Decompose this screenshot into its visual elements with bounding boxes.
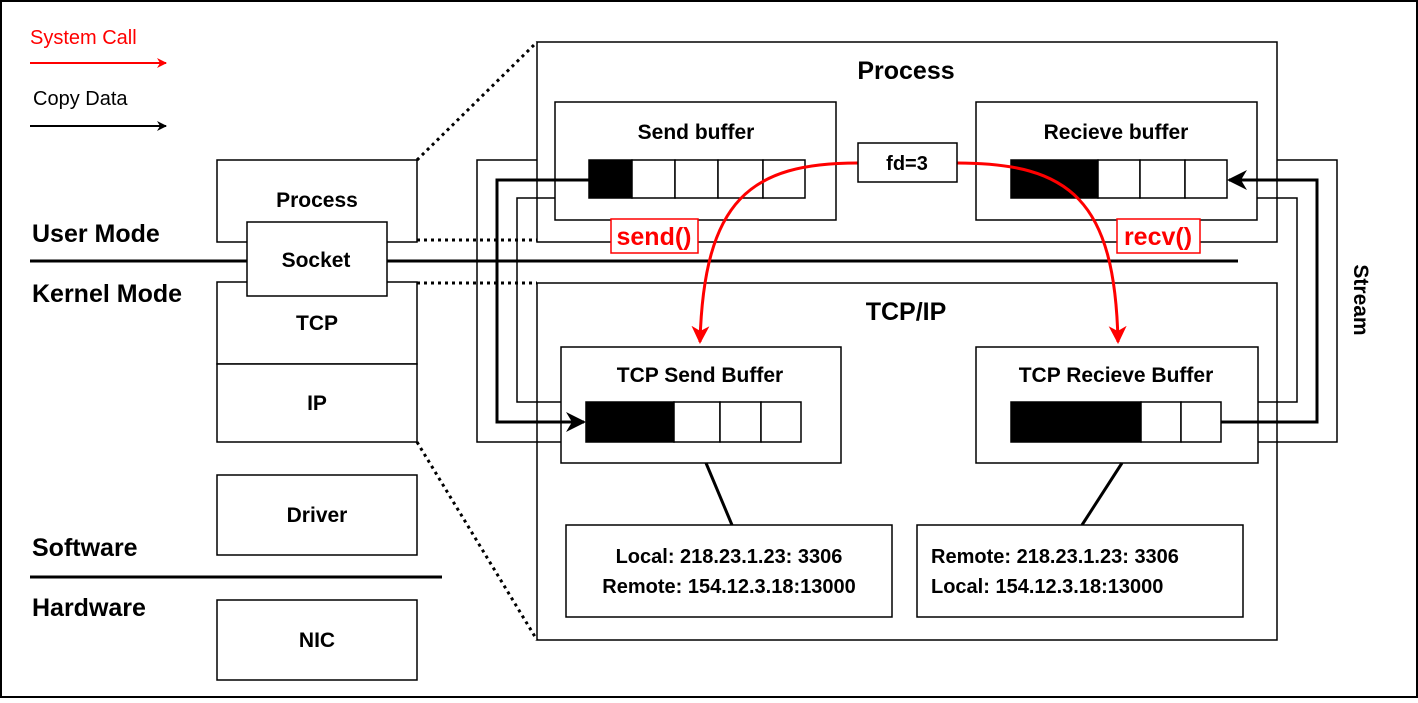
stack-ip-label: IP bbox=[307, 392, 327, 415]
tcp-recieve-buffer-label: TCP Recieve Buffer bbox=[1019, 364, 1214, 387]
recv-address-line1: Remote: 218.23.1.23: 3306 bbox=[931, 546, 1179, 568]
fd-box bbox=[857, 142, 958, 183]
recv-call-box bbox=[1116, 218, 1201, 254]
stack-ip-box bbox=[216, 363, 418, 443]
stream-loop bbox=[476, 159, 1338, 443]
stack-driver-box bbox=[216, 474, 418, 556]
legend: System Call Copy Data bbox=[30, 27, 167, 131]
stack-socket-label: Socket bbox=[282, 249, 351, 272]
recv-address-box bbox=[916, 524, 1244, 618]
kernel-mode-label: Kernel Mode bbox=[32, 280, 182, 308]
send-address-box bbox=[565, 524, 893, 618]
hardware-label: Hardware bbox=[32, 594, 146, 622]
send-buffer-cells bbox=[588, 159, 806, 199]
send-address-line1: Local: 218.23.1.23: 3306 bbox=[616, 546, 843, 568]
tcp-send-buffer-cells bbox=[585, 401, 802, 443]
protocol-stack: Process TCP IP Socket Driver NIC bbox=[216, 159, 418, 681]
send-call-box bbox=[610, 218, 699, 254]
send-buffer-label: Send buffer bbox=[638, 121, 755, 144]
recv-address-line2: Local: 154.12.3.18:13000 bbox=[931, 576, 1163, 598]
stack-nic-label: NIC bbox=[299, 629, 335, 652]
stream-label: Stream bbox=[1349, 264, 1372, 335]
send-call-label: send() bbox=[617, 223, 692, 251]
tcp-recieve-buffer-cells bbox=[1010, 401, 1222, 443]
recv-syscall-arrow bbox=[956, 161, 1127, 344]
tcpip-box bbox=[536, 282, 1278, 641]
fd-label: fd=3 bbox=[886, 153, 928, 175]
send-address-line2: Remote: 154.12.3.18:13000 bbox=[602, 576, 856, 598]
recieve-buffer-cells bbox=[1010, 159, 1228, 199]
process-title: Process bbox=[857, 57, 954, 85]
copy-data-send-arrow bbox=[495, 178, 589, 432]
user-mode-label: User Mode bbox=[32, 220, 160, 248]
stack-socket-box bbox=[246, 221, 388, 297]
legend-system-call-label: System Call bbox=[30, 27, 137, 49]
stack-driver-label: Driver bbox=[287, 504, 348, 527]
stack-tcp-label: TCP bbox=[296, 312, 338, 335]
process-box bbox=[536, 41, 1278, 243]
legend-copy-data-label: Copy Data bbox=[33, 88, 128, 110]
tcp-send-buffer-label: TCP Send Buffer bbox=[617, 364, 783, 387]
software-label: Software bbox=[32, 534, 138, 562]
recieve-buffer-label: Recieve buffer bbox=[1044, 121, 1189, 144]
recv-address-connector bbox=[1080, 462, 1124, 526]
send-address-connector bbox=[704, 462, 734, 526]
copy-data-recv-arrow bbox=[1221, 170, 1319, 424]
recv-call-label: recv() bbox=[1124, 223, 1192, 251]
stack-process-label: Process bbox=[276, 189, 358, 212]
send-syscall-arrow bbox=[691, 161, 859, 344]
tcpip-title: TCP/IP bbox=[866, 298, 947, 326]
stack-nic-box bbox=[216, 599, 418, 681]
